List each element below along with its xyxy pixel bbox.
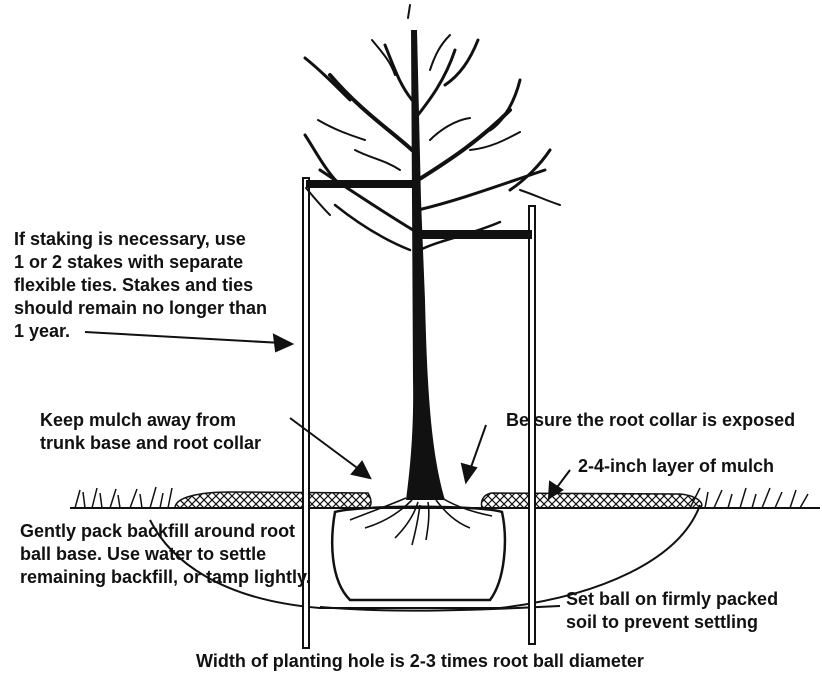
- arrow-staking-head: [274, 335, 292, 351]
- staking-note-line-3: flexible ties. Stakes and ties: [14, 274, 267, 297]
- mulch-layer-note: 2-4-inch layer of mulch: [578, 455, 774, 478]
- grass-right: [690, 488, 808, 508]
- root-collar-line: Be sure the root collar is exposed: [506, 409, 795, 432]
- set-ball-line-2: soil to prevent settling: [566, 611, 778, 634]
- set-ball-note: Set ball on firmly packed soil to preven…: [566, 588, 778, 634]
- backfill-line-1: Gently pack backfill around root: [20, 520, 311, 543]
- backfill-note: Gently pack backfill around root ball ba…: [20, 520, 311, 589]
- backfill-line-3: remaining backfill, or tamp lightly.: [20, 566, 311, 589]
- hole-width-caption: Width of planting hole is 2-3 times root…: [196, 650, 644, 673]
- mulch-layer-left: [175, 492, 371, 508]
- set-ball-line-1: Set ball on firmly packed: [566, 588, 778, 611]
- root-collar-note: Be sure the root collar is exposed: [506, 409, 795, 432]
- tie-left: [306, 180, 414, 188]
- arrow-root-collar-head: [462, 464, 476, 482]
- grass-left: [75, 487, 172, 508]
- arrow-mulch-away: [290, 418, 360, 470]
- mulch-away-line-1: Keep mulch away from: [40, 409, 261, 432]
- hole-width-line: Width of planting hole is 2-3 times root…: [196, 650, 644, 673]
- arrow-mulch-away-head: [352, 462, 370, 478]
- mulch-away-note: Keep mulch away from trunk base and root…: [40, 409, 261, 455]
- backfill-line-2: ball base. Use water to settle: [20, 543, 311, 566]
- root-ball: [332, 507, 505, 600]
- tree-branches: [305, 5, 560, 250]
- staking-note: If staking is necessary, use 1 or 2 stak…: [14, 228, 267, 343]
- mulch-layer-right: [481, 493, 701, 508]
- staking-note-line-2: 1 or 2 stakes with separate: [14, 251, 267, 274]
- staking-note-line-5: 1 year.: [14, 320, 267, 343]
- staking-note-line-4: should remain no longer than: [14, 297, 267, 320]
- arrow-root-collar: [470, 425, 486, 470]
- staking-note-line-1: If staking is necessary, use: [14, 228, 267, 251]
- mulch-away-line-2: trunk base and root collar: [40, 432, 261, 455]
- mulch-layer-line: 2-4-inch layer of mulch: [578, 455, 774, 478]
